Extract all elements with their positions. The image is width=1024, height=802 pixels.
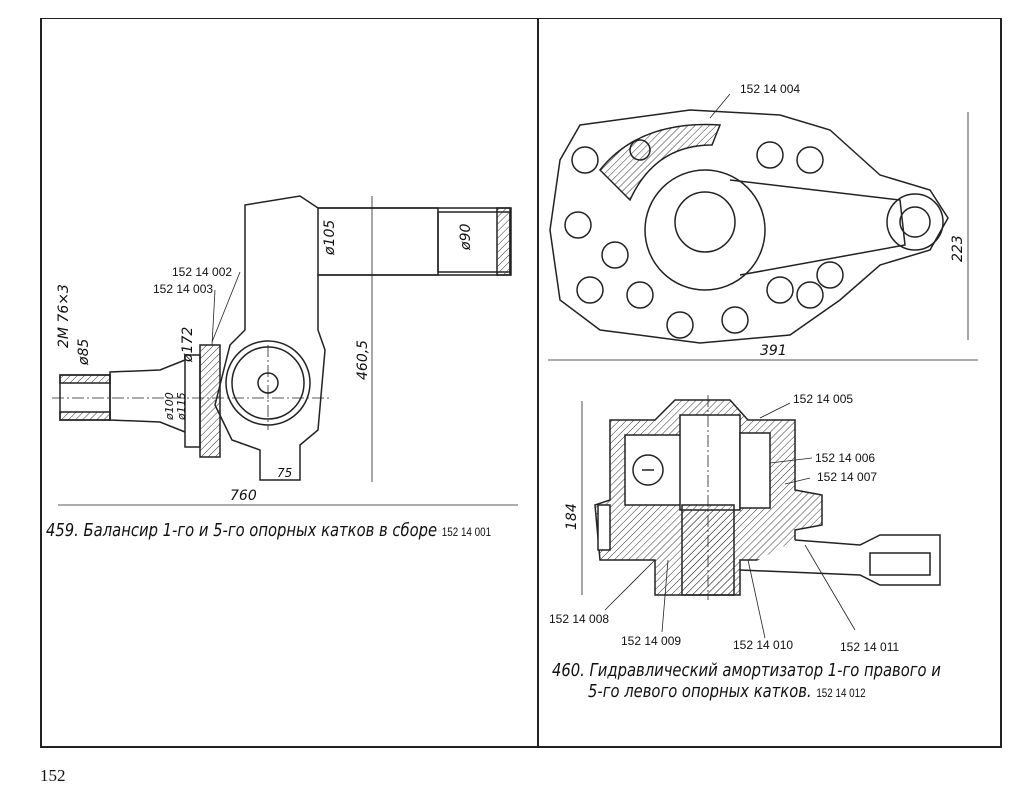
dim-thread: 2M 76×3 xyxy=(56,284,72,348)
dim-d105: ø105 xyxy=(322,219,338,255)
shock-absorber-top-view xyxy=(548,93,978,361)
caption-text: 459. Балансир 1-го и 5-го опорных катков… xyxy=(46,520,438,541)
balancer-drawing xyxy=(52,195,518,506)
bolt-circles xyxy=(564,139,844,339)
dim-width-391: 391 xyxy=(760,343,787,359)
callout-152-14-006: 152 14 006 xyxy=(815,451,876,465)
callout-152-14-007: 152 14 007 xyxy=(817,470,878,484)
callout-152-14-010: 152 14 010 xyxy=(733,638,794,652)
caption-text: 5-го левого опорных катков. xyxy=(588,681,812,702)
figure-460-caption-line1: 460. Гидравлический амортизатор 1-го пра… xyxy=(552,660,941,681)
callout-152-14-004: 152 14 004 xyxy=(740,82,801,96)
dim-d85: ø85 xyxy=(76,338,92,365)
dim-d115: ø115 xyxy=(175,392,188,420)
dim-width-760: 760 xyxy=(230,488,257,504)
callout-152-14-009: 152 14 009 xyxy=(621,634,682,648)
callout-152-14-005: 152 14 005 xyxy=(793,392,854,406)
callout-152-14-011: 152 14 011 xyxy=(840,640,900,654)
figure-459-caption: 459. Балансир 1-го и 5-го опорных катков… xyxy=(46,520,491,541)
figure-460-caption-line2: 5-го левого опорных катков. 152 14 012 xyxy=(588,681,866,702)
dim-height-223: 223 xyxy=(950,235,966,262)
column-divider xyxy=(537,18,539,748)
caption-code: 152 14 012 xyxy=(816,686,866,700)
callout-152-14-008: 152 14 008 xyxy=(549,612,610,626)
dim-height-184: 184 xyxy=(564,503,580,530)
callout-152-14-003: 152 14 003 xyxy=(153,282,214,296)
dim-75: 75 xyxy=(277,466,293,480)
caption-code: 152 14 001 xyxy=(441,525,492,539)
callout-152-14-002: 152 14 002 xyxy=(172,265,233,279)
page-frame xyxy=(40,18,1002,748)
dim-d172: ø172 xyxy=(180,326,196,362)
page-number: 152 xyxy=(40,766,66,785)
shock-absorber-section xyxy=(581,395,941,639)
dim-height-460-5: 460,5 xyxy=(355,339,371,380)
dim-d90: ø90 xyxy=(458,223,474,250)
